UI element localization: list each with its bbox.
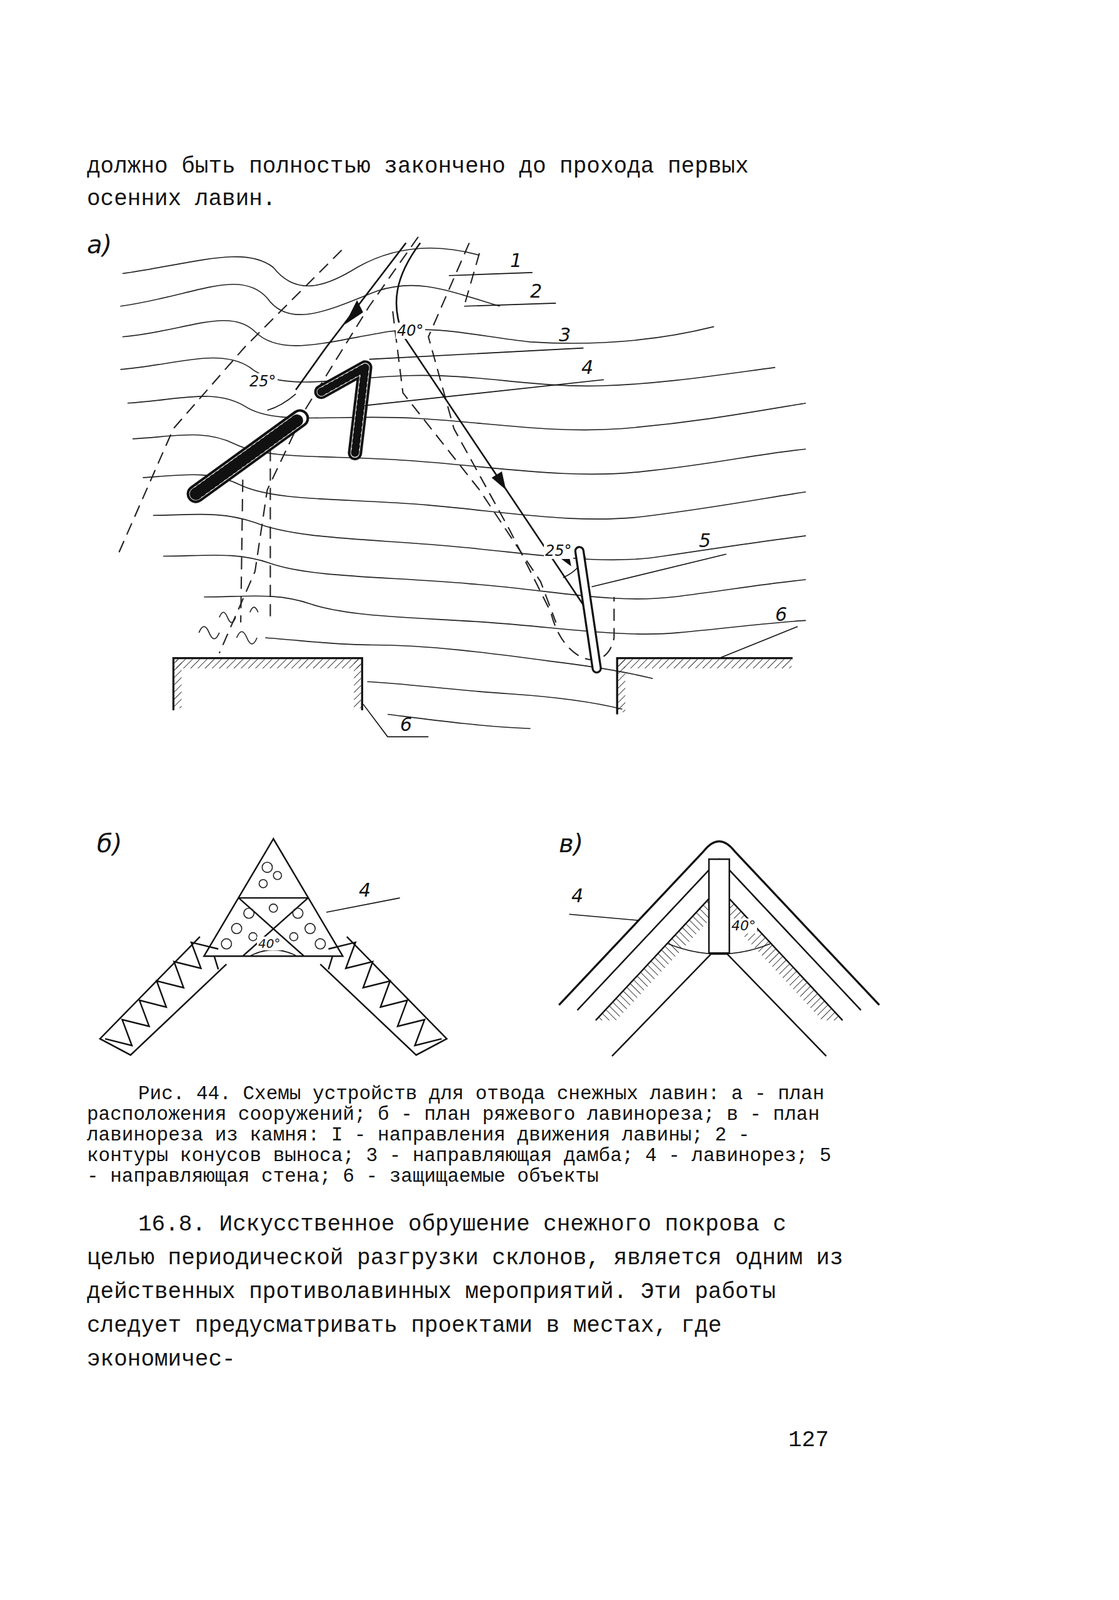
leader-lines	[358, 272, 798, 737]
callout-number: 1	[510, 250, 522, 271]
hatching	[595, 898, 709, 1021]
cone-contours	[117, 236, 615, 660]
callout-number: 4	[358, 879, 371, 901]
directing-wall	[579, 550, 598, 669]
callout-number: 4	[571, 885, 584, 906]
callout-number: 6	[775, 603, 788, 625]
stone-cutter	[558, 841, 879, 1056]
stone-fill	[221, 862, 326, 949]
protected-object	[173, 658, 793, 715]
arrowheads	[345, 300, 572, 567]
angle-arcs	[267, 324, 586, 578]
angle-label: 40°	[730, 918, 758, 934]
callout-number: 4	[581, 356, 594, 378]
angle-label: 40°	[395, 322, 426, 339]
callout-number: 6	[400, 713, 412, 735]
callout-number: 2	[530, 280, 542, 302]
leader-line	[569, 913, 639, 921]
angle-label: 25°	[543, 542, 574, 559]
angle-label: 25°	[248, 373, 278, 390]
subfigure-letter: а)	[86, 230, 112, 259]
avalanche-cutter	[321, 367, 366, 454]
callout-number: 3	[558, 324, 571, 346]
subfigure-letter: в)	[558, 829, 584, 858]
crib-cutter	[100, 838, 447, 1056]
hatching	[729, 898, 843, 1021]
body-text: 16.8. Искусственное обрушение снежного п…	[86, 1207, 854, 1377]
directing-dam	[195, 418, 300, 494]
avalanche-direction	[295, 243, 594, 621]
snow-debris	[198, 607, 259, 644]
angle-label: 40°	[256, 936, 282, 951]
figure-caption: Рис. 44. Схемы устройств для отвода снеж…	[86, 1083, 842, 1187]
contour-lines	[120, 248, 807, 729]
subfigure-letter: б)	[96, 829, 122, 858]
page-number: 127	[788, 1427, 829, 1453]
callout-number: 5	[698, 530, 711, 551]
body-text: должно быть полностью закончено до прохо…	[86, 150, 842, 216]
angle-arc	[668, 943, 771, 954]
